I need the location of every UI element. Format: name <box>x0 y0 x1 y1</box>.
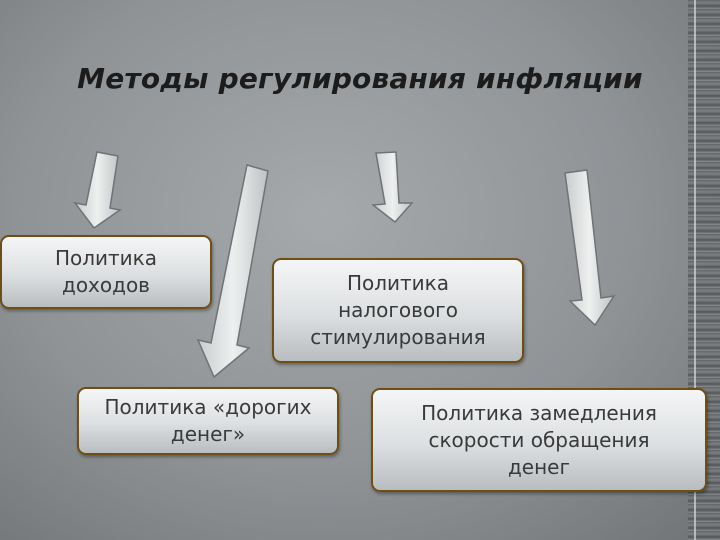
arrow-to-dear-money-policy <box>196 164 269 379</box>
decorative-edge-line <box>694 0 696 540</box>
box-dear-money-line-2: денег» <box>170 422 246 446</box>
arrow-to-velocity-policy <box>564 169 616 327</box>
box-tax-line-3: стимулирования <box>310 325 486 349</box>
box-income-line-2: доходов <box>61 273 150 297</box>
arrow-to-income-policy <box>73 151 122 230</box>
box-dear-money-line-1: Политика «дорогих <box>104 395 312 419</box>
box-velocity-line-1: Политика замедления <box>421 400 657 425</box>
page-title: Методы регулирования инфляции <box>77 62 643 95</box>
box-velocity-line-2: скорости обращения <box>428 427 650 452</box>
box-income-policy: Политика доходов <box>0 235 212 309</box>
box-income-line-1: Политика <box>54 246 158 270</box>
box-velocity-line-3: денег <box>507 454 570 479</box>
box-tax-line-1: Политика <box>346 271 450 295</box>
box-velocity-policy: Политика замедления скорости обращения д… <box>371 388 707 492</box>
arrow-to-tax-policy <box>371 151 414 224</box>
box-tax-line-2: налогового <box>338 298 458 322</box>
box-dear-money-policy: Политика «дорогих денег» <box>77 387 339 455</box>
box-tax-policy: Политика налогового стимулирования <box>272 258 524 363</box>
